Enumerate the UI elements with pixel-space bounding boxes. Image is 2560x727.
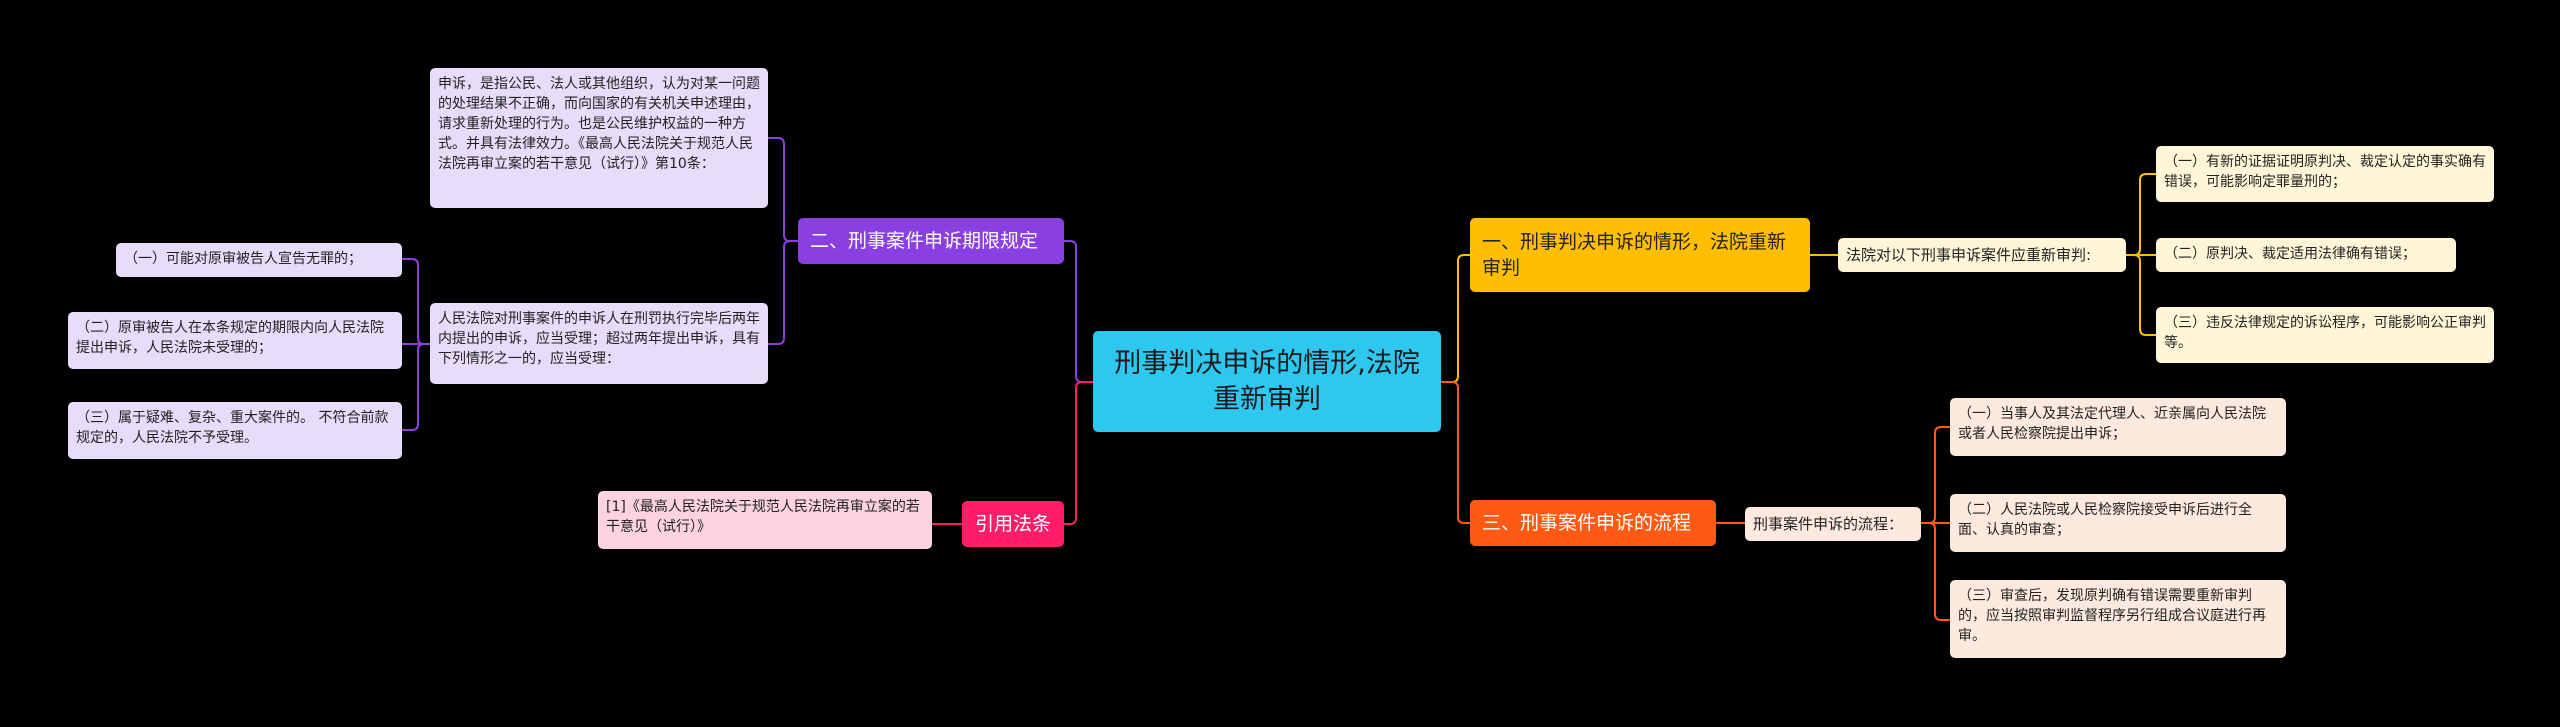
branch-appeal-process[interactable]: 三、刑事案件申诉的流程 [1470,500,1716,546]
appeal-definition[interactable]: 申诉，是指公民、法人或其他组织，认为对某一问题的处理结果不正确，而向国家的有关机… [430,68,768,208]
process-item-1-label: （一）当事人及其法定代理人、近亲属向人民法院或者人民检察院提出申诉； [1958,406,2266,442]
process-item-1[interactable]: （一）当事人及其法定代理人、近亲属向人民法院或者人民检察院提出申诉； [1950,398,2286,456]
connector-root-branch4 [1064,381,1093,525]
branch-appeal-deadline[interactable]: 二、刑事案件申诉期限规定 [798,218,1064,264]
appeal-rule-label: 人民法院对刑事案件的申诉人在刑罚执行完毕后两年内提出的申诉，应当受理；超过两年提… [438,311,760,367]
branch-appeal-process-label: 三、刑事案件申诉的流程 [1482,512,1692,534]
root-topic-label: 刑事判决申诉的情形,法院重新审判 [1114,347,1420,415]
connector-root-branch2 [1064,240,1093,383]
connector-rule-item1 [402,258,430,345]
retrial-item-2-label: （二）原判决、裁定适用法律确有错误； [2164,246,2416,262]
retrial-intro[interactable]: 法院对以下刑事申诉案件应重新审判: [1838,238,2126,272]
connector-intro-item1 [2126,173,2156,256]
branch-retrial-cases[interactable]: 一、刑事判决申诉的情形，法院重新审判 [1470,218,1810,292]
branch-appeal-deadline-label: 二、刑事案件申诉期限规定 [810,230,1039,252]
connector-branch2-definition [768,137,798,242]
process-item-3[interactable]: （三）审查后，发现原判确有错误需要重新审判的，应当按照审判监督程序另行组成合议庭… [1950,580,2286,658]
retrial-item-1-label: （一）有新的证据证明原判决、裁定认定的事实确有错误，可能影响定罪量刑的； [2164,154,2486,190]
branch-retrial-cases-label: 一、刑事判决申诉的情形，法院重新审判 [1482,231,1787,279]
retrial-item-3-label: （三）违反法律规定的诉讼程序，可能影响公正审判等。 [2164,315,2486,351]
connector-root-branch3 [1441,381,1470,524]
cited-law-reference-label: [1]《最高人民法院关于规范人民法院再审立案的若干意见（试行）》 [606,499,920,535]
process-intro-label: 刑事案件申诉的流程： [1753,515,1904,533]
retrial-item-3[interactable]: （三）违反法律规定的诉讼程序，可能影响公正审判等。 [2156,307,2494,363]
retrial-item-1[interactable]: （一）有新的证据证明原判决、裁定认定的事实确有错误，可能影响定罪量刑的； [2156,146,2494,202]
retrial-intro-label: 法院对以下刑事申诉案件应重新审判: [1846,246,2092,264]
cited-law-reference[interactable]: [1]《最高人民法院关于规范人民法院再审立案的若干意见（试行）》 [598,491,932,549]
branch-cited-law[interactable]: 引用法条 [962,501,1064,547]
deadline-item-2[interactable]: （二）原审被告人在本条规定的期限内向人民法院提出申诉，人民法院未受理的； [68,312,402,369]
deadline-item-3[interactable]: （三）属于疑难、复杂、重大案件的。 不符合前款规定的，人民法院不予受理。 [68,402,402,459]
deadline-item-1[interactable]: （一）可能对原审被告人宣告无罪的； [116,243,402,277]
deadline-item-1-label: （一）可能对原审被告人宣告无罪的； [124,251,362,267]
connector-rule-item3 [402,343,430,431]
connector-root-branch1 [1441,254,1470,383]
appeal-rule[interactable]: 人民法院对刑事案件的申诉人在刑罚执行完毕后两年内提出的申诉，应当受理；超过两年提… [430,303,768,384]
process-item-2[interactable]: （二）人民法院或人民检察院接受申诉后进行全面、认真的审查； [1950,494,2286,552]
connector-flow-item3 [1921,522,1950,621]
root-topic[interactable]: 刑事判决申诉的情形,法院重新审判 [1093,331,1441,432]
process-item-2-label: （二）人民法院或人民检察院接受申诉后进行全面、认真的审查； [1958,502,2252,538]
appeal-definition-label: 申诉，是指公民、法人或其他组织，认为对某一问题的处理结果不正确，而向国家的有关机… [438,76,760,172]
process-item-3-label: （三）审查后，发现原判确有错误需要重新审判的，应当按照审判监督程序另行组成合议庭… [1958,588,2266,644]
deadline-item-3-label: （三）属于疑难、复杂、重大案件的。 不符合前款规定的，人民法院不予受理。 [76,410,389,446]
connector-branch2-rule [768,240,798,345]
process-intro[interactable]: 刑事案件申诉的流程： [1745,507,1921,541]
connector-intro-item3 [2126,254,2156,336]
branch-cited-law-label: 引用法条 [974,513,1051,535]
retrial-item-2[interactable]: （二）原判决、裁定适用法律确有错误； [2156,238,2456,272]
connector-flow-item1 [1921,426,1950,524]
deadline-item-2-label: （二）原审被告人在本条规定的期限内向人民法院提出申诉，人民法院未受理的； [76,320,384,356]
